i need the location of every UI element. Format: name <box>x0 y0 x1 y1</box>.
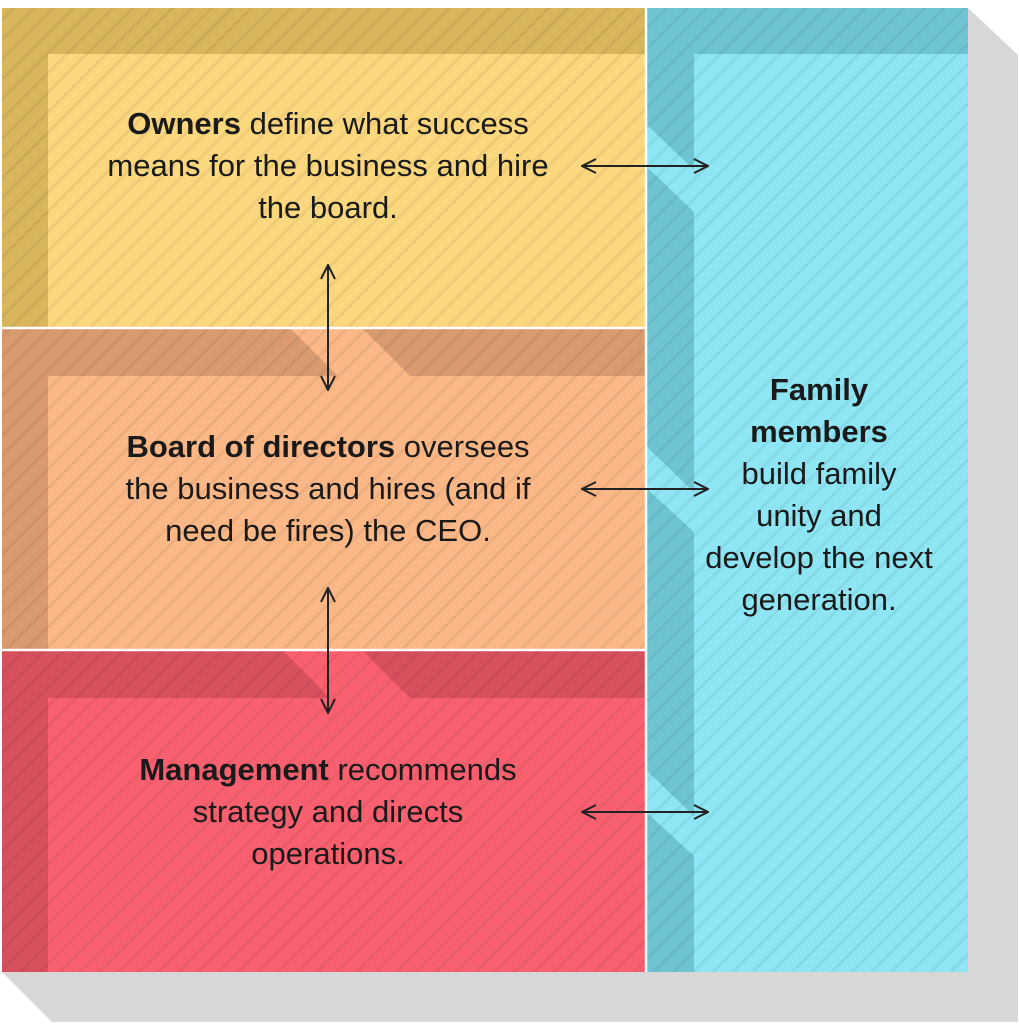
family-title-line2: members <box>750 414 888 449</box>
board-line2: the business and hires (and if <box>125 471 531 506</box>
management-line2: strategy and directs <box>192 794 464 829</box>
family-title-line1: Family <box>769 372 869 407</box>
management-line1: recommends <box>328 752 517 787</box>
arrows <box>328 166 708 812</box>
owners-line3: the board. <box>258 190 398 225</box>
owners-line1: define what success <box>240 106 529 141</box>
family-line1: build family <box>741 456 897 491</box>
stripe-texture <box>2 8 968 972</box>
management-line3: operations. <box>251 836 405 871</box>
management-text: Management recommends strategy and direc… <box>48 749 608 875</box>
owners-line2: means for the business and hire <box>107 148 549 183</box>
family-text: Family members build family unity and de… <box>694 369 944 621</box>
management-title: Management <box>139 752 329 787</box>
family-line4: generation. <box>741 582 897 617</box>
board-text: Board of directors oversees the business… <box>48 426 608 552</box>
owners-title: Owners <box>127 106 241 141</box>
owners-text: Owners define what success means for the… <box>48 103 608 229</box>
family-line3: develop the next <box>705 540 933 575</box>
board-line1: oversees <box>395 429 530 464</box>
board-title: Board of directors <box>126 429 396 464</box>
family-line2: unity and <box>756 498 882 533</box>
board-line3: need be fires) the CEO. <box>165 513 491 548</box>
